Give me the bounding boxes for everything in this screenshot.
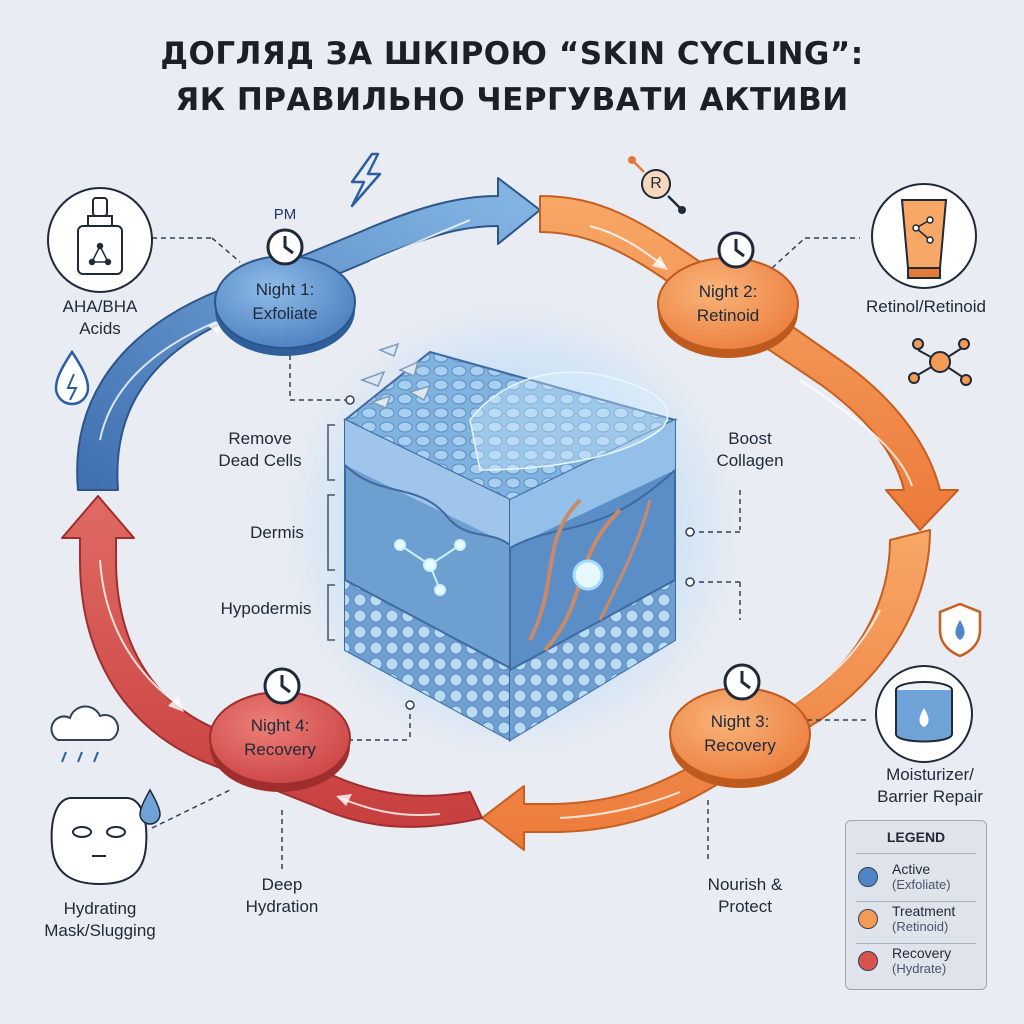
effect-label-remove: Remove Dead Cells bbox=[200, 428, 320, 472]
node-night-3-action: Recovery bbox=[680, 734, 800, 758]
legend-swatch-recovery bbox=[858, 951, 878, 971]
node-night-2-title: Night 2: bbox=[668, 280, 788, 304]
legend-title: LEGEND bbox=[846, 829, 986, 845]
legend-item-active-desc: (Exfoliate) bbox=[892, 877, 951, 892]
node-night-3: Night 3: Recovery bbox=[680, 710, 800, 758]
legend-item-treatment: Treatment (Retinoid) bbox=[858, 903, 984, 943]
node-night-4: Night 4: Recovery bbox=[220, 714, 340, 762]
effect-label-remove-line-1: Remove bbox=[200, 428, 320, 450]
legend-item-recovery-name: Recovery bbox=[892, 945, 951, 961]
product-label-aha-bha: AHA/BHA Acids bbox=[40, 296, 160, 340]
node-night-3-title: Night 3: bbox=[680, 710, 800, 734]
legend-item-active: Active (Exfoliate) bbox=[858, 861, 984, 901]
rain-cloud-icon bbox=[51, 706, 118, 762]
shield-drop-icon bbox=[940, 604, 980, 656]
node-night-2-action: Retinoid bbox=[668, 304, 788, 328]
product-label-moisturizer: Moisturizer/ Barrier Repair bbox=[850, 764, 1010, 808]
legend-item-treatment-desc: (Retinoid) bbox=[892, 919, 948, 934]
skin-layers-cube bbox=[282, 300, 742, 760]
product-label-retinol: Retinol/Retinoid bbox=[846, 296, 1006, 318]
legend-item-recovery-desc: (Hydrate) bbox=[892, 961, 946, 976]
effect-label-boost: Boost Collagen bbox=[700, 428, 800, 472]
retinoid-badge: R bbox=[646, 173, 666, 195]
legend-swatch-treatment bbox=[858, 909, 878, 929]
legend-item-treatment-name: Treatment bbox=[892, 903, 955, 919]
page-title-line-1: ДОГЛЯД ЗА ШКІРОЮ “SKIN CYCLING”: bbox=[0, 36, 1024, 72]
effect-label-remove-line-2: Dead Cells bbox=[200, 450, 320, 472]
effect-label-hydration-line-1: Deep bbox=[222, 874, 342, 896]
face-mask-icon bbox=[52, 790, 160, 884]
node-night-4-action: Recovery bbox=[220, 738, 340, 762]
legend-item-active-name: Active bbox=[892, 861, 930, 877]
product-label-aha-bha-line-2: Acids bbox=[40, 318, 160, 340]
lightning-icon bbox=[352, 154, 380, 206]
product-label-aha-bha-line-1: AHA/BHA bbox=[40, 296, 160, 318]
cream-jar-icon bbox=[876, 666, 972, 762]
effect-label-hydration: Deep Hydration bbox=[222, 874, 342, 918]
effect-label-hydration-line-2: Hydration bbox=[222, 896, 342, 918]
layer-label-hypodermis: Hypodermis bbox=[206, 598, 326, 620]
node-night-1-title: Night 1: bbox=[225, 278, 345, 302]
effect-label-boost-line-2: Collagen bbox=[700, 450, 800, 472]
node-night-2: Night 2: Retinoid bbox=[668, 280, 788, 328]
product-label-retinol-line-1: Retinol/Retinoid bbox=[846, 296, 1006, 318]
legend-swatch-active bbox=[858, 867, 878, 887]
node-night-1: Night 1: Exfoliate bbox=[225, 278, 345, 326]
effect-label-nourish-line-2: Protect bbox=[690, 896, 800, 918]
legend-divider bbox=[856, 943, 976, 944]
product-label-moisturizer-line-1: Moisturizer/ bbox=[850, 764, 1010, 786]
product-label-mask-line-1: Hydrating bbox=[20, 898, 180, 920]
effect-label-nourish-line-1: Nourish & bbox=[690, 874, 800, 896]
node-night-4-title: Night 4: bbox=[220, 714, 340, 738]
water-drop-icon bbox=[56, 352, 88, 404]
legend-divider bbox=[856, 853, 976, 854]
legend-item-recovery: Recovery (Hydrate) bbox=[858, 945, 984, 985]
effect-label-boost-line-1: Boost bbox=[700, 428, 800, 450]
effect-label-nourish: Nourish & Protect bbox=[690, 874, 800, 918]
product-label-mask-line-2: Mask/Slugging bbox=[20, 920, 180, 942]
layer-label-dermis: Dermis bbox=[232, 522, 322, 544]
cream-tube-icon bbox=[872, 184, 976, 288]
product-label-moisturizer-line-2: Barrier Repair bbox=[850, 786, 1010, 808]
molecule-icon bbox=[909, 339, 971, 385]
pm-label: PM bbox=[262, 204, 308, 226]
page-title-line-2: ЯК ПРАВИЛЬНО ЧЕРГУВАТИ АКТИВИ bbox=[0, 82, 1024, 118]
legend: LEGEND Active (Exfoliate) Treatment (Ret… bbox=[845, 820, 987, 990]
dropper-bottle-icon bbox=[48, 188, 152, 292]
node-night-1-action: Exfoliate bbox=[225, 302, 345, 326]
product-label-mask: Hydrating Mask/Slugging bbox=[20, 898, 180, 942]
legend-divider bbox=[856, 901, 976, 902]
